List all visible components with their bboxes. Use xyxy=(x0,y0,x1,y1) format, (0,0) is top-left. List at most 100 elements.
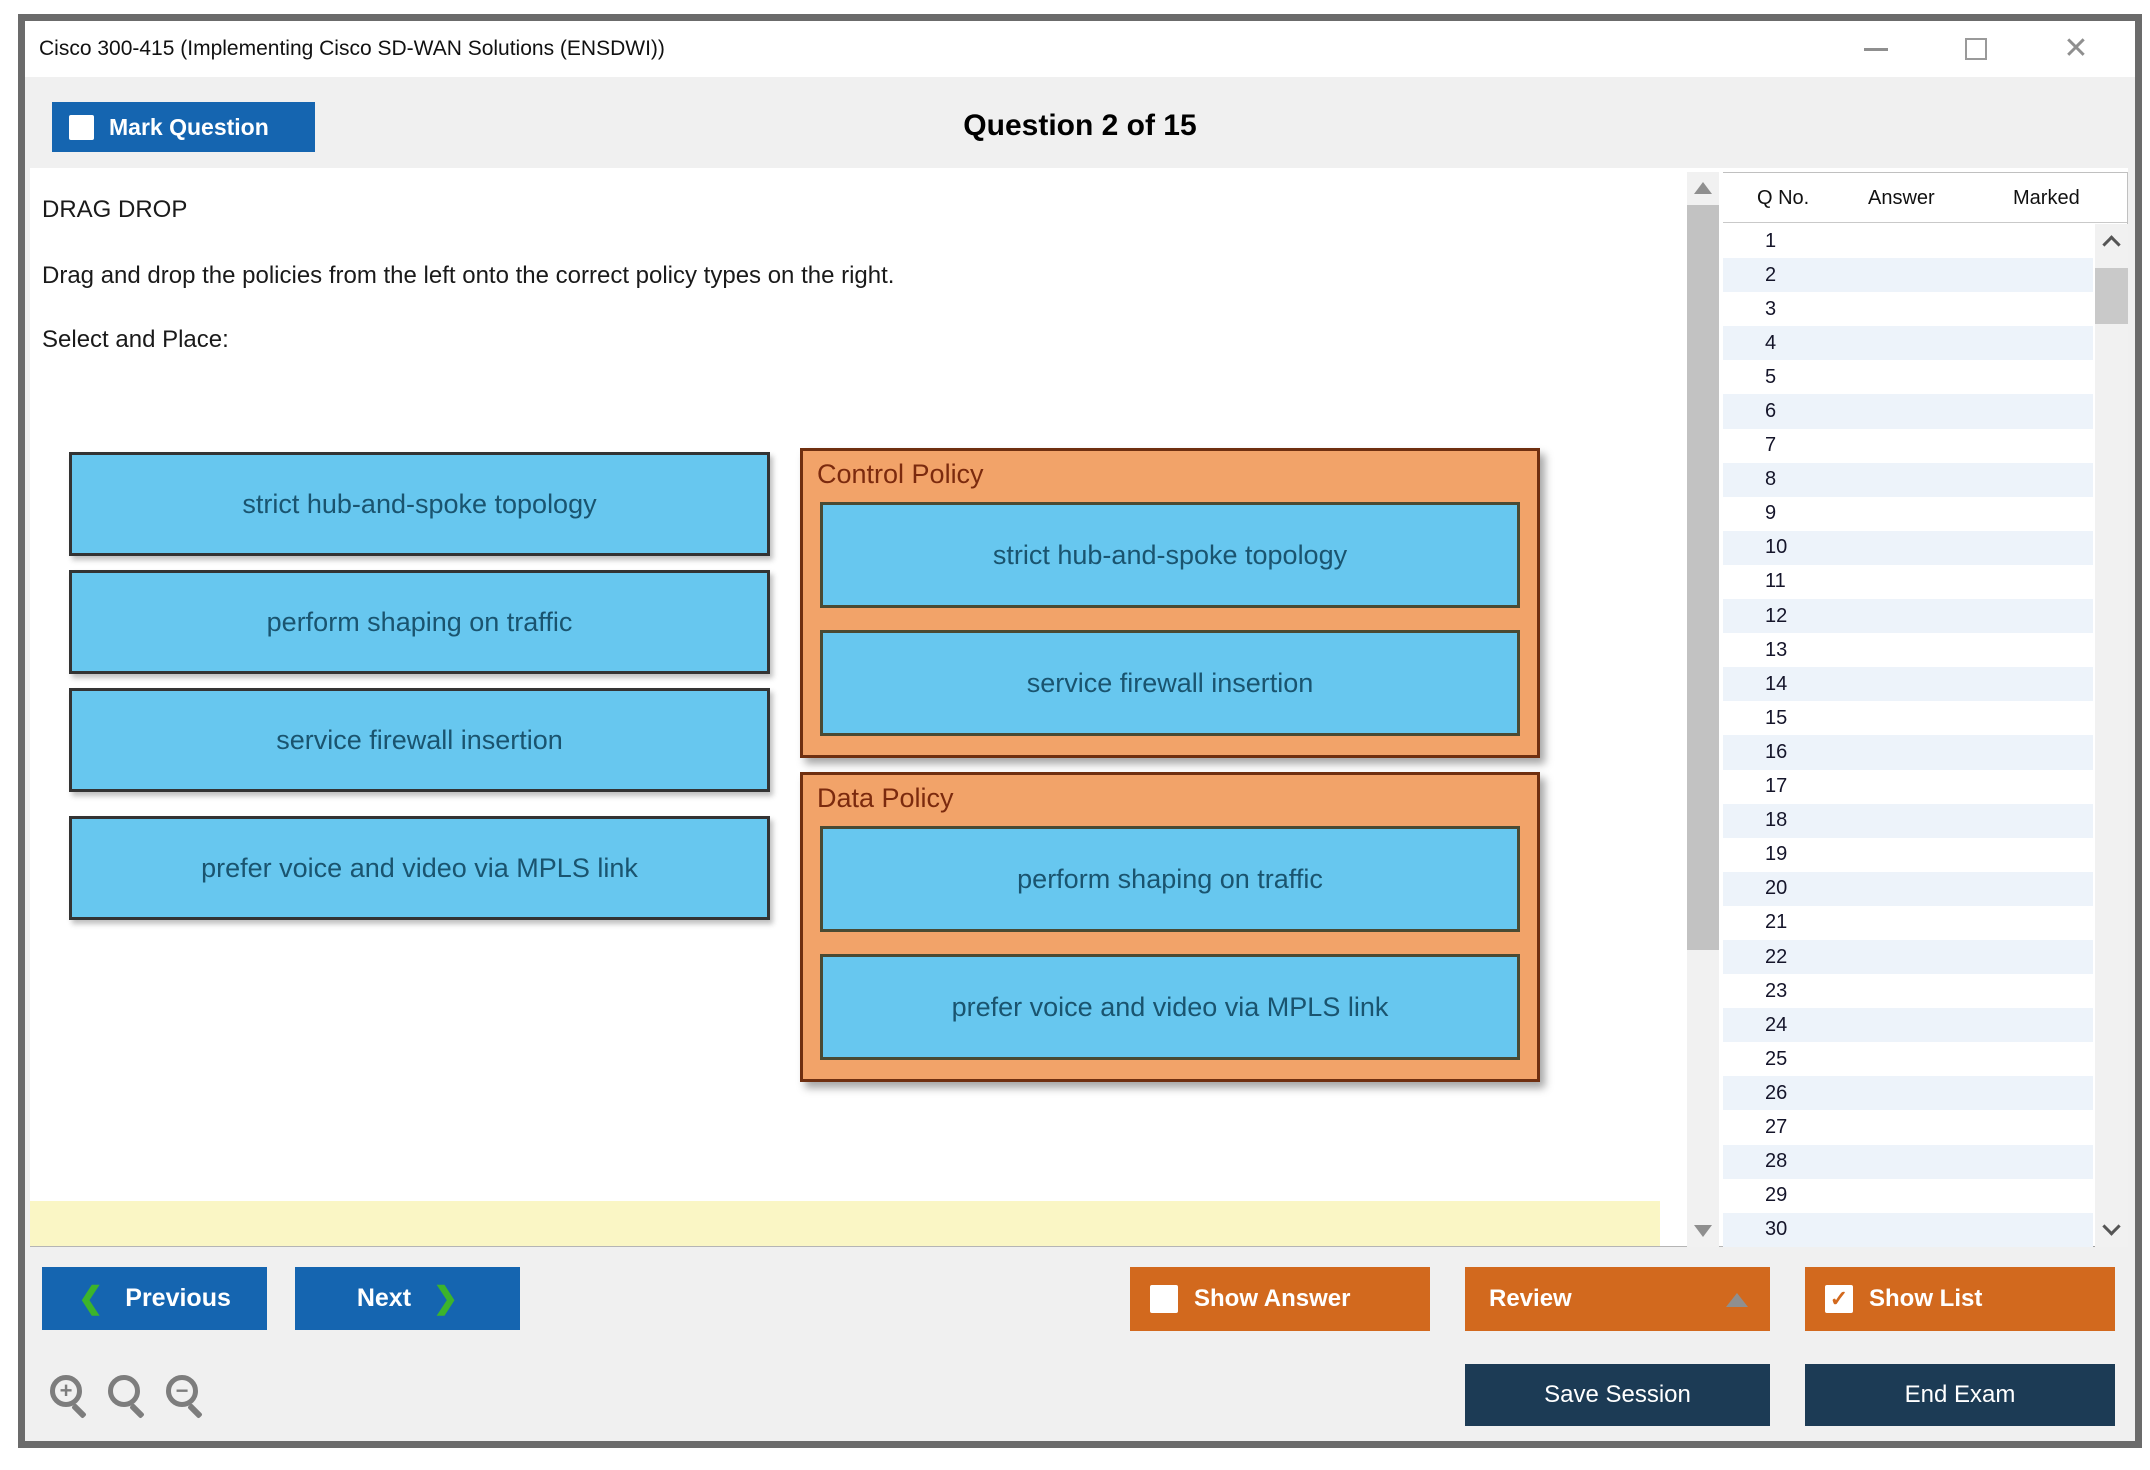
question-number: 19 xyxy=(1765,843,1788,866)
scroll-down-icon[interactable] xyxy=(1694,1225,1712,1237)
question-list-row[interactable]: 7 xyxy=(1723,429,2093,463)
question-list-row[interactable]: 29 xyxy=(1723,1179,2093,1213)
mark-question-checkbox-icon[interactable] xyxy=(69,114,94,140)
question-list-row[interactable]: 22 xyxy=(1723,939,2093,975)
list-scroll-down-icon[interactable] xyxy=(2102,1217,2121,1236)
question-number: 5 xyxy=(1765,365,1777,388)
previous-label: Previous xyxy=(125,1284,231,1312)
drag-item[interactable]: service firewall insertion xyxy=(69,688,770,792)
question-list-row[interactable]: 13 xyxy=(1723,633,2093,667)
dropped-item[interactable]: service firewall insertion xyxy=(820,630,1520,736)
show-list-checkbox-icon[interactable]: ✓ xyxy=(1825,1285,1853,1313)
question-number: 26 xyxy=(1765,1081,1788,1104)
question-list-row[interactable]: 21 xyxy=(1723,906,2093,940)
show-list-button[interactable]: ✓ Show List xyxy=(1805,1267,2115,1331)
drop-group-title: Data Policy xyxy=(817,783,954,813)
question-number: 3 xyxy=(1765,297,1777,320)
question-list-row[interactable]: 1 xyxy=(1723,224,2093,258)
question-list-row[interactable]: 10 xyxy=(1723,530,2093,565)
question-number: 11 xyxy=(1765,570,1786,593)
question-number: 8 xyxy=(1765,468,1777,491)
collapse-caret-icon xyxy=(1726,1293,1748,1307)
question-list-row[interactable]: 27 xyxy=(1723,1110,2093,1144)
question-list-row[interactable]: 30 xyxy=(1723,1212,2093,1247)
question-number: 28 xyxy=(1765,1150,1788,1173)
question-list-row[interactable]: 3 xyxy=(1723,292,2093,326)
question-list-row[interactable]: 9 xyxy=(1723,497,2093,531)
question-list-row[interactable]: 12 xyxy=(1723,599,2093,634)
question-number: 4 xyxy=(1765,331,1777,354)
mark-question-button[interactable]: Mark Question xyxy=(52,102,315,152)
drop-group: Data Policy perform shaping on traffic pre… xyxy=(800,772,1540,1082)
question-type-label: DRAG DROP xyxy=(42,196,188,223)
question-list-row[interactable]: 6 xyxy=(1723,394,2093,429)
zoom-out-icon[interactable]: − xyxy=(164,1373,208,1421)
question-number: 2 xyxy=(1765,263,1777,286)
zoom-controls: + − xyxy=(48,1373,208,1421)
question-list-row[interactable]: 11 xyxy=(1723,565,2093,599)
question-number: 27 xyxy=(1765,1115,1788,1138)
question-instruction: Drag and drop the policies from the left… xyxy=(42,262,895,289)
end-exam-button[interactable]: End Exam xyxy=(1805,1364,2115,1426)
previous-button[interactable]: ❮ Previous xyxy=(42,1267,267,1330)
question-list-row[interactable]: 16 xyxy=(1723,735,2093,770)
question-number: 17 xyxy=(1765,775,1788,798)
title-bar: Cisco 300-415 (Implementing Cisco SD-WAN… xyxy=(25,21,2135,77)
dropped-item[interactable]: strict hub-and-spoke topology xyxy=(820,502,1520,608)
question-list-row[interactable]: 25 xyxy=(1723,1042,2093,1076)
drag-item[interactable]: strict hub-and-spoke topology xyxy=(69,452,770,556)
drag-item[interactable]: prefer voice and video via MPLS link xyxy=(69,816,770,920)
question-number: 13 xyxy=(1765,638,1788,661)
content-scrollbar-thumb[interactable] xyxy=(1687,205,1719,950)
list-scrollbar-thumb[interactable] xyxy=(2095,268,2128,324)
question-number: 10 xyxy=(1765,536,1788,559)
next-button[interactable]: Next ❯ xyxy=(295,1267,520,1330)
show-answer-button[interactable]: Show Answer xyxy=(1130,1267,1430,1331)
list-scrollbar[interactable] xyxy=(2095,224,2128,1247)
previous-chevron-icon: ❮ xyxy=(78,1282,104,1315)
question-number: 14 xyxy=(1765,672,1788,695)
save-session-button[interactable]: Save Session xyxy=(1465,1364,1770,1426)
question-list-row[interactable]: 4 xyxy=(1723,326,2093,361)
drop-groups: Control Policy strict hub-and-spoke topol… xyxy=(800,448,1540,1096)
question-list-row[interactable]: 5 xyxy=(1723,360,2093,394)
close-icon[interactable]: ✕ xyxy=(2063,32,2089,65)
question-list-row[interactable]: 17 xyxy=(1723,770,2093,804)
drop-group: Control Policy strict hub-and-spoke topol… xyxy=(800,448,1540,758)
question-list-row[interactable]: 19 xyxy=(1723,838,2093,872)
zoom-in-icon[interactable]: + xyxy=(48,1373,92,1421)
minimize-icon[interactable] xyxy=(1861,34,1891,64)
question-list-row[interactable]: 2 xyxy=(1723,258,2093,293)
dropped-item[interactable]: perform shaping on traffic xyxy=(820,826,1520,932)
maximize-icon[interactable] xyxy=(1961,34,1991,64)
question-list-row[interactable]: 26 xyxy=(1723,1076,2093,1111)
show-answer-label: Show Answer xyxy=(1194,1285,1351,1312)
question-list-row[interactable]: 15 xyxy=(1723,701,2093,735)
question-number: 21 xyxy=(1765,911,1788,934)
question-list-row[interactable]: 28 xyxy=(1723,1144,2093,1179)
drop-group-title: Control Policy xyxy=(817,459,984,489)
content-scrollbar[interactable] xyxy=(1687,172,1719,1247)
question-list-row[interactable]: 23 xyxy=(1723,974,2093,1008)
question-number: 16 xyxy=(1765,740,1788,763)
scroll-up-icon[interactable] xyxy=(1694,182,1712,194)
question-counter: Question 2 of 15 xyxy=(963,109,1197,142)
question-number: 24 xyxy=(1765,1013,1788,1036)
question-list-row[interactable]: 24 xyxy=(1723,1008,2093,1043)
next-label: Next xyxy=(356,1284,412,1312)
question-number: 25 xyxy=(1765,1047,1788,1070)
question-list-row[interactable]: 14 xyxy=(1723,667,2093,702)
show-answer-checkbox-icon[interactable] xyxy=(1150,1285,1178,1313)
next-chevron-icon: ❯ xyxy=(433,1282,459,1315)
list-scroll-up-icon[interactable] xyxy=(2102,235,2121,254)
dropped-item[interactable]: prefer voice and video via MPLS link xyxy=(820,954,1520,1060)
question-list-row[interactable]: 8 xyxy=(1723,462,2093,497)
question-list-row[interactable]: 20 xyxy=(1723,871,2093,906)
column-answer: Answer xyxy=(1868,187,1935,209)
drag-item[interactable]: perform shaping on traffic xyxy=(69,570,770,674)
search-icon[interactable] xyxy=(106,1373,150,1421)
question-list-row[interactable]: 18 xyxy=(1723,803,2093,838)
review-button[interactable]: Review xyxy=(1465,1267,1770,1331)
highlight-strip xyxy=(30,1201,1660,1246)
